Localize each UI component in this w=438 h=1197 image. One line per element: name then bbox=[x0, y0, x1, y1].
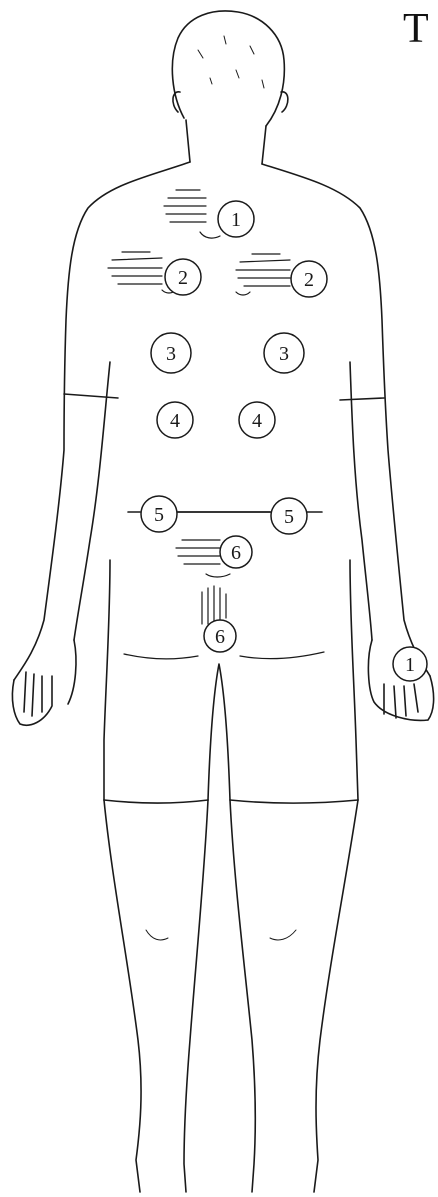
svg-text:6: 6 bbox=[231, 542, 241, 564]
inner-arm-left bbox=[74, 362, 110, 640]
marker-6-lower-abdomen: 6 bbox=[220, 536, 252, 568]
inner-arm-right bbox=[350, 362, 372, 640]
marker-1-throat: 1 bbox=[218, 201, 254, 237]
marker-3-right: 3 bbox=[264, 333, 304, 373]
marker-3-left: 3 bbox=[151, 333, 191, 373]
marker-2-left-chest: 2 bbox=[165, 259, 201, 295]
svg-text:4: 4 bbox=[170, 410, 180, 432]
torso-right-side bbox=[262, 164, 430, 676]
knee-lines bbox=[146, 930, 296, 940]
svg-text:5: 5 bbox=[284, 506, 294, 528]
shorts-right-side bbox=[350, 560, 358, 800]
hand-left bbox=[12, 640, 76, 725]
leg-right-outer bbox=[314, 800, 358, 1192]
svg-text:6: 6 bbox=[215, 626, 225, 648]
svg-text:2: 2 bbox=[304, 269, 314, 291]
marker-4-right: 4 bbox=[239, 402, 275, 438]
svg-text:5: 5 bbox=[154, 504, 164, 526]
marker-4-left: 4 bbox=[157, 402, 193, 438]
leg-right-inner bbox=[230, 800, 255, 1192]
leg-left-outer bbox=[104, 800, 141, 1192]
svg-text:2: 2 bbox=[178, 267, 188, 289]
neck-outline bbox=[186, 120, 266, 164]
svg-text:3: 3 bbox=[166, 343, 176, 365]
crotch bbox=[208, 664, 230, 800]
leg-left-inner bbox=[184, 800, 208, 1192]
buttock-crease bbox=[124, 652, 324, 659]
hand-overlay-chest-right bbox=[236, 254, 290, 295]
svg-text:1: 1 bbox=[405, 654, 415, 676]
svg-text:3: 3 bbox=[279, 343, 289, 365]
svg-text:1: 1 bbox=[231, 209, 241, 231]
shorts-hem bbox=[104, 800, 358, 803]
marker-2-right-chest: 2 bbox=[291, 261, 327, 297]
marker-1-right-hand: 1 bbox=[393, 647, 427, 681]
ear-right bbox=[281, 92, 288, 112]
hand-overlay-groin bbox=[202, 586, 226, 624]
shorts-left-side bbox=[104, 560, 110, 800]
marker-5-right-hip: 5 bbox=[271, 498, 307, 534]
sleeve-left bbox=[64, 394, 118, 398]
marker-5-left-hip: 5 bbox=[141, 496, 177, 532]
sleeve-right bbox=[340, 398, 384, 400]
hand-overlay-throat bbox=[164, 190, 220, 238]
head-outline bbox=[172, 11, 284, 126]
svg-text:4: 4 bbox=[252, 410, 262, 432]
marker-6-groin: 6 bbox=[204, 620, 236, 652]
hair-lines bbox=[198, 36, 264, 88]
